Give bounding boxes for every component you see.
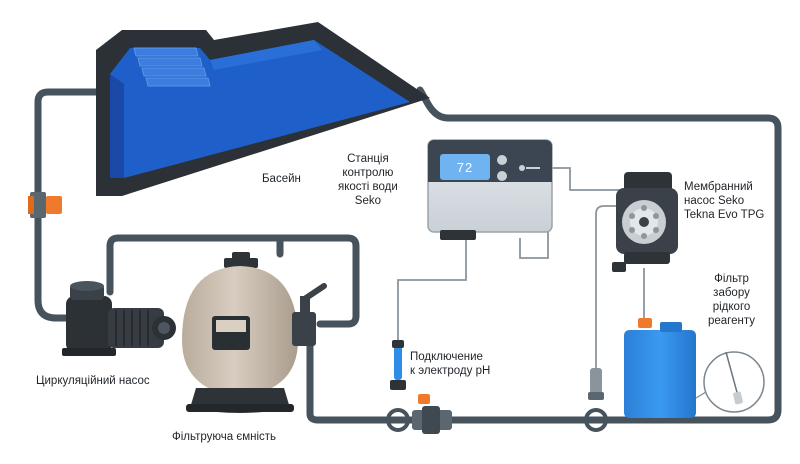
pipe-pump-to-filter [106,234,284,296]
bottom-fittings [386,368,608,434]
circulation-pump [62,281,176,356]
display-value: 72 [457,160,473,175]
label-electrode: Подключение к электроду pH [410,351,491,377]
control-station: 72 [427,139,553,240]
foot-filter-inset [695,351,765,413]
ph-electrode [390,340,406,390]
reagent-canister [624,318,696,418]
pool-back-wall [210,40,322,70]
pipe-filter-to-right [276,234,360,328]
membrane-pump [612,172,678,272]
station-display [440,154,490,180]
label-filter-tank: Фільтруюча ємність [172,431,277,443]
label-reagent-filter: Фільтр забору рідкого реагенту [708,273,756,327]
label-pool: Басейн [262,173,301,185]
label-station: Станція контролю якості води Seko [338,153,398,207]
label-circulation-pump: Циркуляційний насос [36,375,150,387]
pool-inner-wall [110,74,124,178]
inline-valve-left [28,192,62,218]
line-electrode [397,238,467,352]
pipe-bottom-main [306,86,782,424]
pool [96,22,430,196]
filter-tank [182,252,327,413]
label-membrane-pump: Мембранний насос Seko Tekna Evo TPG [684,181,765,221]
line-injection [595,205,620,372]
pool-steps [133,47,211,87]
